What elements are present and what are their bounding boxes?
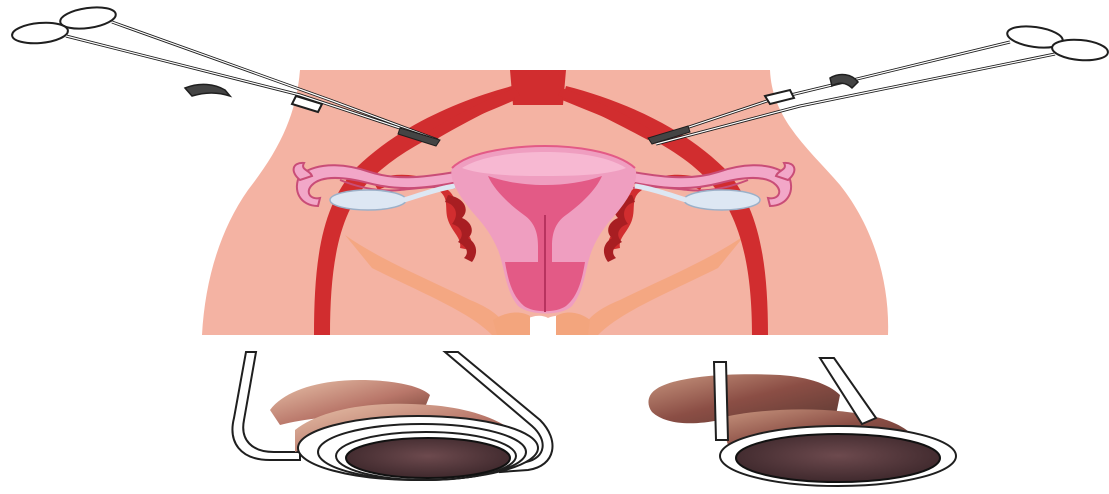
left-cuff-opening xyxy=(346,438,510,478)
right-cuff-retractor-left xyxy=(714,362,728,440)
left-ovary xyxy=(330,190,406,210)
aorta xyxy=(510,70,566,105)
right-ovary xyxy=(684,190,760,210)
left-clamp-ring-bottom xyxy=(11,21,69,46)
left-clamp-ratchet xyxy=(185,84,230,96)
left-vaginal-cuff xyxy=(233,352,553,480)
right-cuff-opening xyxy=(736,434,940,482)
right-clamp-ring-bottom xyxy=(1051,38,1109,63)
right-vaginal-cuff xyxy=(648,358,956,486)
